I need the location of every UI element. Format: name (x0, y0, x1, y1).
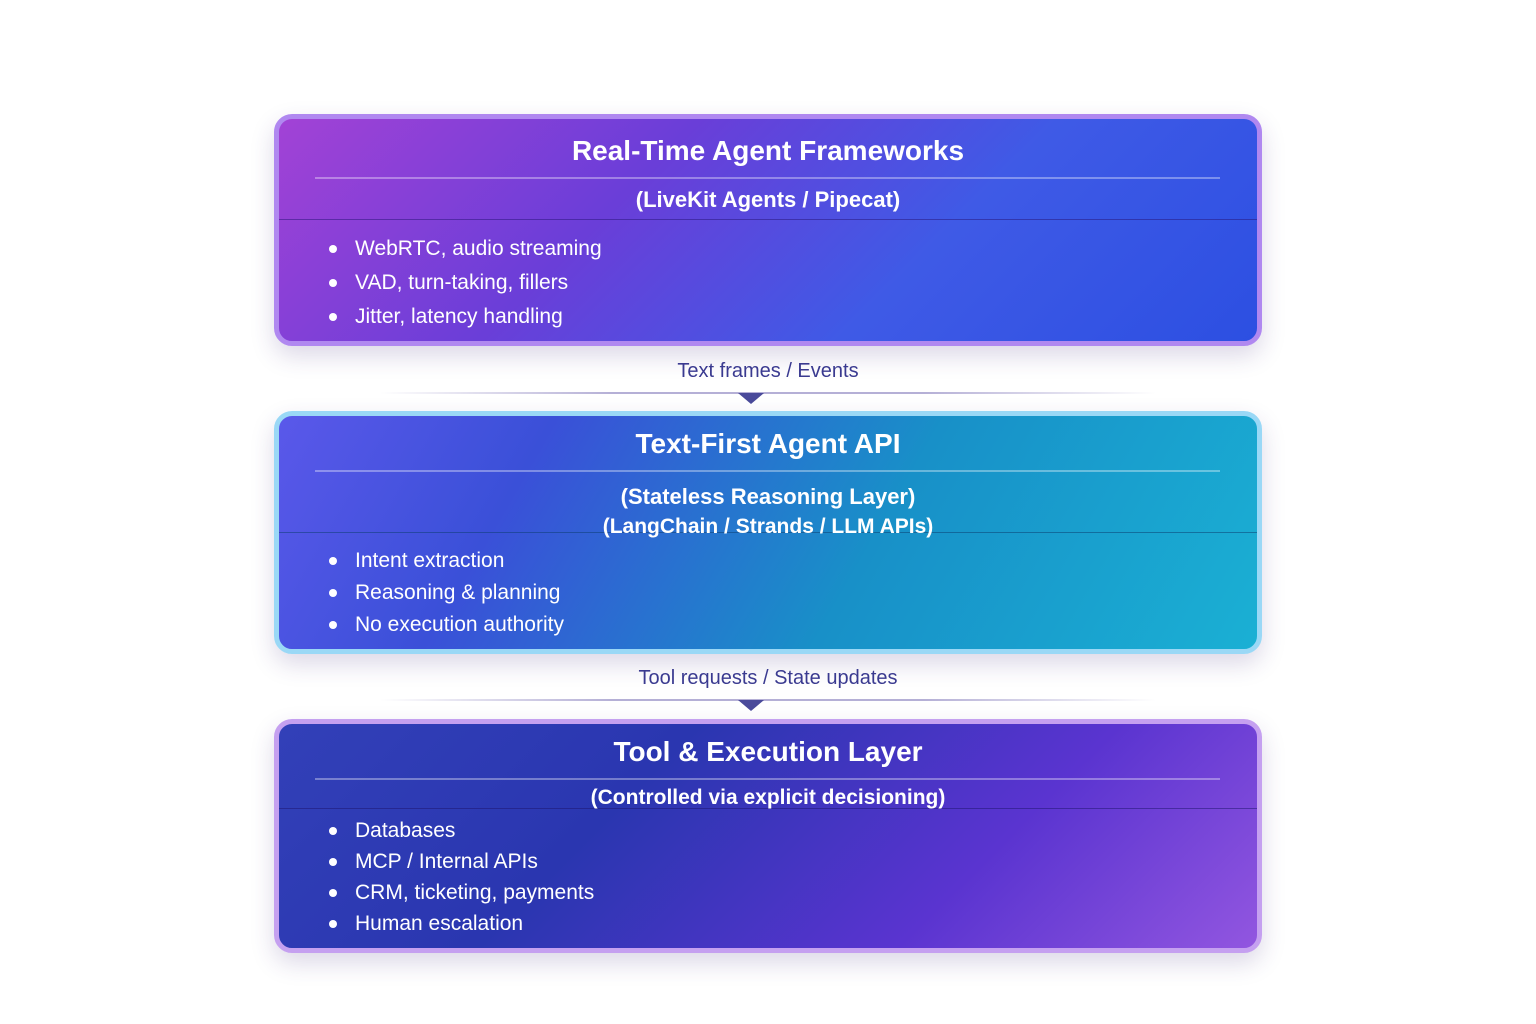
arrow-down-icon (738, 700, 764, 711)
list-item: Databases (329, 815, 1257, 846)
layer-header: Tool & Execution Layer (Controlled via e… (279, 724, 1257, 809)
bullet-icon (329, 919, 337, 928)
bullet-list: WebRTC, audio streaming VAD, turn-taking… (279, 220, 1257, 334)
list-item: CRM, ticketing, payments (329, 877, 1257, 908)
bullet-icon (329, 313, 337, 321)
bullet-icon (329, 279, 337, 287)
bullet-icon (329, 245, 337, 253)
layer-subtitle: (LiveKit Agents / Pipecat) (635, 187, 901, 212)
layer-realtime-frameworks: Real-Time Agent Frameworks (LiveKit Agen… (274, 114, 1262, 346)
connector-label: Text frames / Events (677, 360, 859, 382)
subtitle-line: (LangChain / Strands / LLM APIs) (602, 515, 934, 538)
layer-title: Tool & Execution Layer (613, 736, 923, 767)
list-item-text: Jitter, latency handling (355, 305, 563, 328)
bullet-icon (329, 826, 337, 835)
list-item-text: WebRTC, audio streaming (355, 237, 602, 260)
divider (315, 177, 1220, 179)
list-item: Human escalation (329, 908, 1257, 939)
connector-label: Tool requests / State updates (638, 667, 898, 689)
list-item: Jitter, latency handling (329, 300, 1257, 334)
layer-header: Text-First Agent API (Stateless Reasonin… (279, 416, 1257, 538)
divider (315, 778, 1220, 780)
layer-text-first-api: Text-First Agent API (Stateless Reasonin… (274, 411, 1262, 654)
list-item: MCP / Internal APIs (329, 846, 1257, 877)
connector-line (380, 392, 1156, 394)
list-item: WebRTC, audio streaming (329, 232, 1257, 266)
layer-title: Text-First Agent API (635, 428, 901, 459)
list-item-text: VAD, turn-taking, fillers (355, 271, 569, 294)
bullet-list: Databases MCP / Internal APIs CRM, ticke… (279, 809, 1257, 939)
arrow-down-icon (738, 393, 764, 404)
layer-title: Real-Time Agent Frameworks (571, 135, 965, 166)
list-item-text: CRM, ticketing, payments (355, 881, 595, 904)
bullet-icon (329, 857, 337, 866)
layer-subtitle: (Controlled via explicit decisioning) (590, 786, 946, 809)
list-item-text: No execution authority (355, 613, 564, 636)
bullet-icon (329, 589, 337, 597)
connector-1: Text frames / Events (380, 360, 1156, 404)
layer-subtitle: (Stateless Reasoning Layer) (LangChain /… (279, 482, 1257, 542)
layer-header: Real-Time Agent Frameworks (LiveKit Agen… (279, 119, 1257, 220)
list-item-text: MCP / Internal APIs (355, 850, 538, 873)
bullet-icon (329, 557, 337, 565)
layer-tool-execution: Tool & Execution Layer (Controlled via e… (274, 719, 1262, 953)
connector-2: Tool requests / State updates (380, 667, 1156, 711)
list-item: No execution authority (329, 609, 1257, 641)
bullet-list: Intent extraction Reasoning & planning N… (279, 533, 1257, 641)
list-item: Reasoning & planning (329, 577, 1257, 609)
list-item-text: Databases (355, 819, 456, 842)
connector-line (380, 699, 1156, 701)
subtitle-line: (Stateless Reasoning Layer) (620, 484, 916, 509)
list-item-text: Reasoning & planning (355, 581, 561, 604)
bullet-icon (329, 888, 337, 897)
list-item-text: Human escalation (355, 912, 524, 935)
divider (315, 470, 1220, 472)
list-item: VAD, turn-taking, fillers (329, 266, 1257, 300)
list-item-text: Intent extraction (355, 549, 505, 572)
list-item: Intent extraction (329, 545, 1257, 577)
bullet-icon (329, 621, 337, 629)
